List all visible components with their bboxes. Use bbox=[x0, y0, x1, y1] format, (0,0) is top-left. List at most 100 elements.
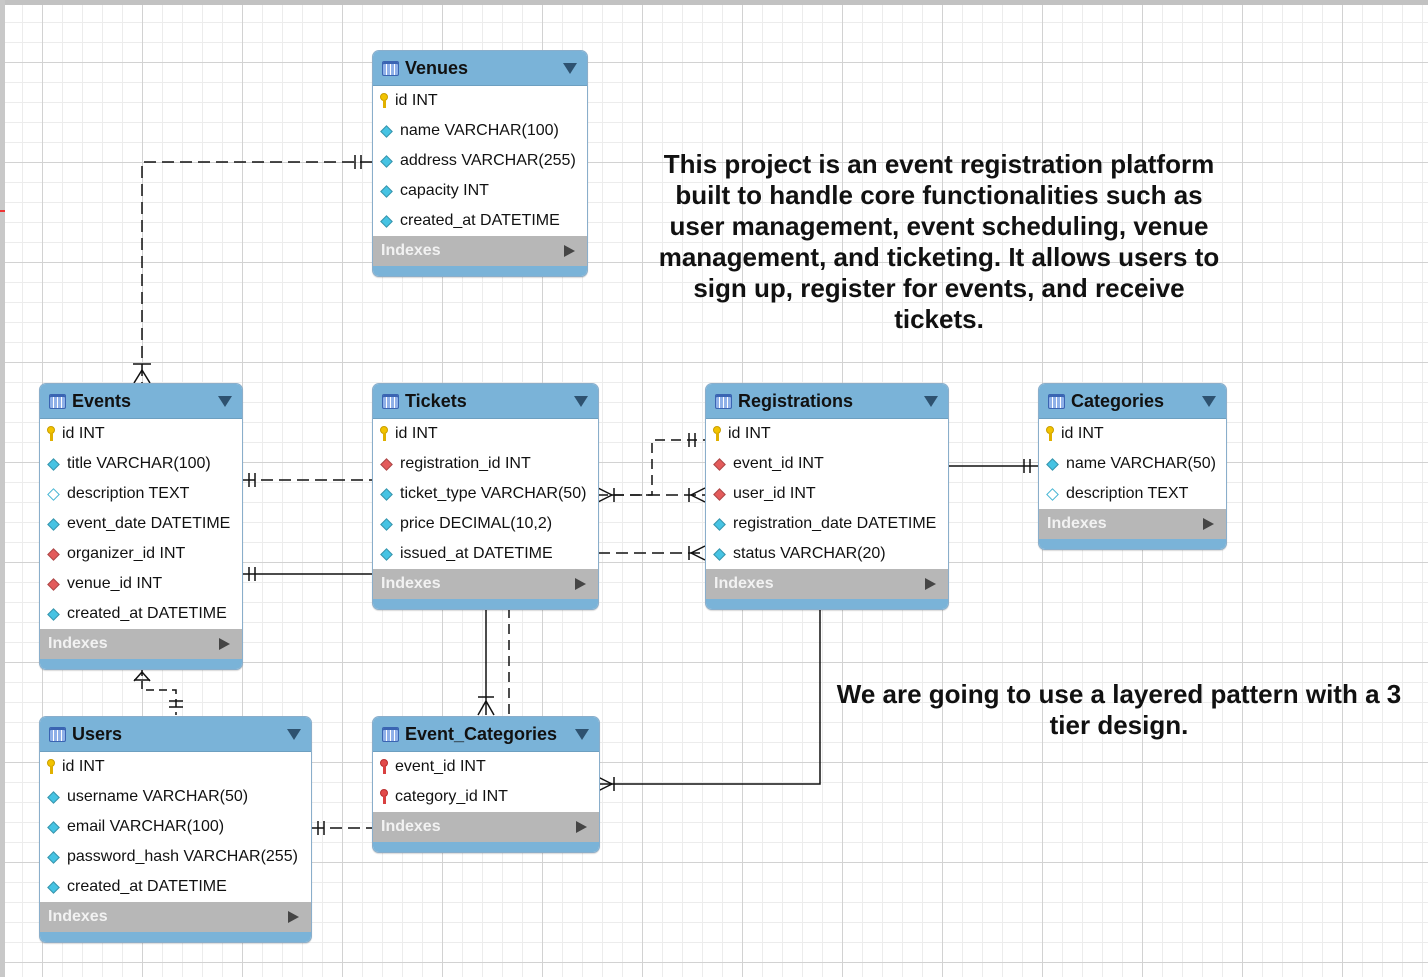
expand-indexes-icon[interactable] bbox=[564, 245, 575, 257]
collapse-toggle-icon[interactable] bbox=[287, 729, 301, 740]
relationship-events-tickets[interactable] bbox=[243, 473, 372, 487]
column-label: created_at DATETIME bbox=[400, 212, 560, 229]
indexes-section[interactable]: Indexes bbox=[40, 902, 311, 932]
table-header[interactable]: Registrations bbox=[706, 384, 948, 419]
column-row[interactable]: name VARCHAR(50) bbox=[1039, 449, 1226, 479]
column-row[interactable]: description TEXT bbox=[1039, 479, 1226, 509]
column-row[interactable]: status VARCHAR(20) bbox=[706, 539, 948, 569]
column-icon bbox=[47, 820, 60, 834]
relationship-events-users[interactable] bbox=[133, 668, 183, 715]
table-header[interactable]: Event_Categories bbox=[373, 717, 599, 752]
table-header[interactable]: Tickets bbox=[373, 384, 598, 419]
column-row[interactable]: event_id INT bbox=[706, 449, 948, 479]
column-row[interactable]: username VARCHAR(50) bbox=[40, 782, 311, 812]
column-label: issued_at DATETIME bbox=[400, 545, 553, 562]
column-label: category_id INT bbox=[395, 788, 508, 805]
relationship-registrations-categories[interactable] bbox=[948, 459, 1038, 473]
table-header[interactable]: Venues bbox=[373, 51, 587, 86]
column-label: capacity INT bbox=[400, 182, 489, 199]
expand-indexes-icon[interactable] bbox=[1203, 518, 1214, 530]
table-venues[interactable]: Venues id INT name VARCHAR(100) address … bbox=[372, 50, 588, 277]
relationship-tickets-registrations[interactable] bbox=[597, 433, 705, 503]
column-row[interactable]: venue_id INT bbox=[40, 569, 242, 599]
collapse-toggle-icon[interactable] bbox=[1202, 396, 1216, 407]
table-header[interactable]: Categories bbox=[1039, 384, 1226, 419]
table-events[interactable]: Events id INT title VARCHAR(100) descrip… bbox=[39, 383, 243, 670]
column-row[interactable]: registration_id INT bbox=[373, 449, 598, 479]
column-row[interactable]: event_id INT bbox=[373, 752, 599, 782]
collapse-toggle-icon[interactable] bbox=[218, 396, 232, 407]
column-row[interactable]: organizer_id INT bbox=[40, 539, 242, 569]
indexes-section[interactable]: Indexes bbox=[706, 569, 948, 599]
column-row[interactable]: created_at DATETIME bbox=[40, 599, 242, 629]
table-categories[interactable]: Categories id INT name VARCHAR(50) descr… bbox=[1038, 383, 1227, 550]
column-row[interactable]: title VARCHAR(100) bbox=[40, 449, 242, 479]
collapse-toggle-icon[interactable] bbox=[563, 63, 577, 74]
column-row[interactable]: id INT bbox=[40, 752, 311, 782]
column-row[interactable]: description TEXT bbox=[40, 479, 242, 509]
column-row[interactable]: id INT bbox=[373, 86, 587, 116]
column-row[interactable]: ticket_type VARCHAR(50) bbox=[373, 479, 598, 509]
indexes-section[interactable]: Indexes bbox=[1039, 509, 1226, 539]
indexes-section[interactable]: Indexes bbox=[373, 812, 599, 842]
column-row[interactable]: password_hash VARCHAR(255) bbox=[40, 842, 311, 872]
column-row[interactable]: capacity INT bbox=[373, 176, 587, 206]
relationship-users-event-categories[interactable] bbox=[312, 821, 372, 835]
indexes-section[interactable]: Indexes bbox=[373, 569, 598, 599]
column-row[interactable]: event_date DATETIME bbox=[40, 509, 242, 539]
column-row[interactable]: category_id INT bbox=[373, 782, 599, 812]
indexes-label: Indexes bbox=[381, 242, 441, 259]
relationship-registrations-user[interactable] bbox=[612, 487, 706, 503]
expand-indexes-icon[interactable] bbox=[925, 578, 936, 590]
column-label: description TEXT bbox=[67, 485, 190, 502]
relationship-tickets-event-categories[interactable] bbox=[477, 608, 495, 716]
relationship-registrations-event[interactable] bbox=[598, 545, 706, 561]
column-row[interactable]: created_at DATETIME bbox=[40, 872, 311, 902]
column-row[interactable]: address VARCHAR(255) bbox=[373, 146, 587, 176]
table-footer bbox=[40, 932, 311, 942]
indexes-section[interactable]: Indexes bbox=[40, 629, 242, 659]
table-registrations[interactable]: Registrations id INT event_id INT user_i… bbox=[705, 383, 949, 610]
table-footer bbox=[373, 842, 599, 852]
column-row[interactable]: id INT bbox=[1039, 419, 1226, 449]
column-icon bbox=[380, 124, 393, 138]
expand-indexes-icon[interactable] bbox=[219, 638, 230, 650]
column-row[interactable]: id INT bbox=[373, 419, 598, 449]
column-row[interactable]: price DECIMAL(10,2) bbox=[373, 509, 598, 539]
table-footer bbox=[706, 599, 948, 609]
expand-indexes-icon[interactable] bbox=[288, 911, 299, 923]
expand-indexes-icon[interactable] bbox=[575, 578, 586, 590]
table-header[interactable]: Users bbox=[40, 717, 311, 752]
relationship-registrations-event-categories[interactable] bbox=[597, 608, 821, 792]
column-row[interactable]: user_id INT bbox=[706, 479, 948, 509]
column-row[interactable]: name VARCHAR(100) bbox=[373, 116, 587, 146]
collapse-toggle-icon[interactable] bbox=[575, 729, 589, 740]
expand-indexes-icon[interactable] bbox=[576, 821, 587, 833]
relationship-events-tickets-solid[interactable] bbox=[243, 567, 372, 581]
indexes-section[interactable]: Indexes bbox=[373, 236, 587, 266]
column-row[interactable]: created_at DATETIME bbox=[373, 206, 587, 236]
indexes-label: Indexes bbox=[381, 818, 441, 835]
table-header[interactable]: Events bbox=[40, 384, 242, 419]
collapse-toggle-icon[interactable] bbox=[574, 396, 588, 407]
column-row[interactable]: issued_at DATETIME bbox=[373, 539, 598, 569]
table-event-categories[interactable]: Event_Categories event_id INT category_i… bbox=[372, 716, 600, 853]
table-users[interactable]: Users id INT username VARCHAR(50) email … bbox=[39, 716, 312, 943]
column-label: ticket_type VARCHAR(50) bbox=[400, 485, 587, 502]
table-tickets[interactable]: Tickets id INT registration_id INT ticke… bbox=[372, 383, 599, 610]
collapse-toggle-icon[interactable] bbox=[924, 396, 938, 407]
column-row[interactable]: registration_date DATETIME bbox=[706, 509, 948, 539]
foreign-key-icon bbox=[713, 487, 726, 501]
indexes-label: Indexes bbox=[1047, 515, 1107, 532]
column-label: event_date DATETIME bbox=[67, 515, 231, 532]
column-label: password_hash VARCHAR(255) bbox=[67, 848, 298, 865]
relationship-venues-events[interactable] bbox=[133, 155, 372, 384]
foreign-key-icon bbox=[47, 577, 60, 591]
column-icon bbox=[1046, 457, 1059, 471]
column-row[interactable]: email VARCHAR(100) bbox=[40, 812, 311, 842]
column-label: created_at DATETIME bbox=[67, 878, 227, 895]
column-row[interactable]: id INT bbox=[706, 419, 948, 449]
table-title: Events bbox=[72, 390, 132, 411]
column-icon bbox=[380, 487, 393, 501]
column-row[interactable]: id INT bbox=[40, 419, 242, 449]
